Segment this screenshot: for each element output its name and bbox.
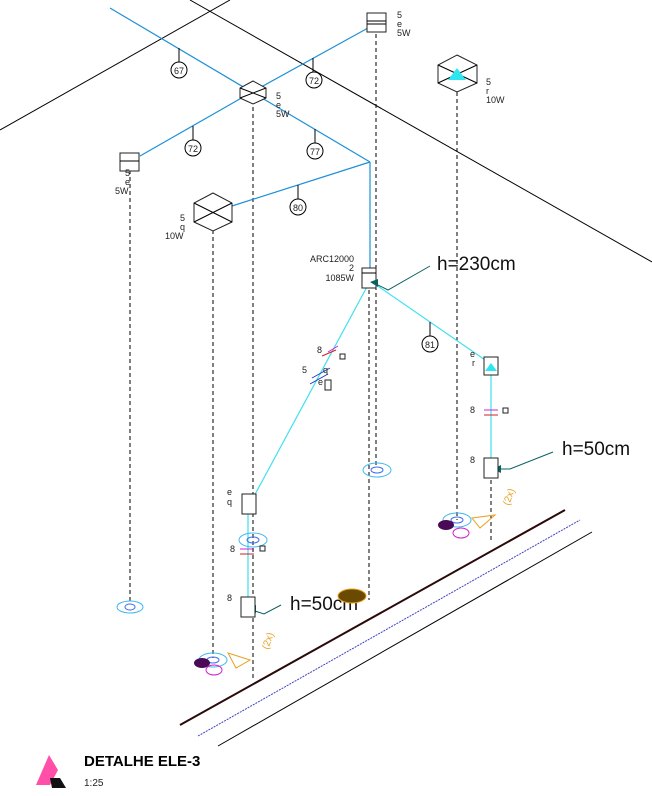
- svg-text:5: 5: [397, 10, 402, 20]
- svg-text:5W: 5W: [397, 28, 411, 38]
- multiplier-label: (2x): [501, 487, 517, 507]
- height-callout-230: h=230cm: [370, 254, 516, 291]
- floor-edge-line: [179, 509, 566, 726]
- svg-text:r: r: [472, 358, 475, 368]
- svg-text:8: 8: [227, 593, 232, 603]
- svg-text:5: 5: [302, 365, 307, 375]
- svg-text:2: 2: [349, 263, 354, 273]
- outlet-cluster-right[interactable]: [438, 512, 497, 539]
- outlet-box-left[interactable]: 8: [227, 593, 256, 618]
- svg-text:e: e: [470, 349, 475, 359]
- svg-text:q: q: [180, 222, 185, 232]
- switch-symbol-right[interactable]: 8: [470, 405, 509, 416]
- svg-text:10W: 10W: [486, 95, 505, 105]
- svg-text:q: q: [323, 365, 328, 375]
- svg-text:8: 8: [230, 544, 235, 554]
- vertical-drops: [129, 34, 492, 678]
- ceiling-outlet-far-left[interactable]: [116, 600, 144, 614]
- floor-outlet-center[interactable]: [337, 588, 367, 604]
- svg-text:e: e: [318, 377, 323, 387]
- svg-text:72: 72: [309, 76, 319, 86]
- drawing-title: DETALHE ELE-3: [84, 753, 201, 770]
- svg-text:8: 8: [470, 405, 475, 415]
- svg-text:10W: 10W: [165, 231, 184, 241]
- svg-text:e: e: [227, 487, 232, 497]
- multiplier-label: (2x): [260, 631, 276, 651]
- conduits: [109, 7, 492, 598]
- switch-box-right-upper[interactable]: er: [470, 349, 499, 376]
- svg-text:e: e: [397, 19, 402, 29]
- svg-text:8: 8: [470, 455, 475, 465]
- switch-group-middle[interactable]: 8 5 e q: [302, 345, 346, 391]
- svg-text:e: e: [125, 177, 130, 187]
- svg-text:77: 77: [310, 147, 320, 157]
- circuit-tag: 80: [289, 185, 307, 216]
- svg-text:5: 5: [125, 168, 130, 178]
- circuit-tag: 67: [170, 48, 188, 79]
- circuit-tag: 72: [305, 58, 323, 89]
- outlet-box-right[interactable]: 8: [470, 455, 499, 479]
- svg-text:5W: 5W: [276, 109, 290, 119]
- svg-text:80: 80: [293, 203, 303, 213]
- outlet-cluster-left[interactable]: [194, 652, 252, 676]
- svg-text:5: 5: [180, 213, 185, 223]
- svg-text:72: 72: [188, 144, 198, 154]
- svg-text:67: 67: [174, 66, 184, 76]
- svg-text:5: 5: [276, 91, 281, 101]
- switch-symbol-left[interactable]: 8: [230, 544, 266, 555]
- svg-text:1085W: 1085W: [325, 273, 354, 283]
- wall-line-right: [189, 0, 652, 263]
- ceiling-outlet-center[interactable]: [362, 462, 392, 478]
- svg-text:e: e: [276, 100, 281, 110]
- circuit-tag: 72: [184, 126, 202, 157]
- switch-box-left[interactable]: eq: [227, 487, 257, 515]
- svg-text:8: 8: [317, 345, 322, 355]
- floor-outer-line: [217, 531, 593, 747]
- pink-triangle-logo-icon: [36, 755, 66, 788]
- drawing-scale: 1:25: [84, 778, 104, 789]
- circuit-tag: 81: [421, 322, 439, 353]
- floor-dotted-line: [197, 519, 581, 737]
- svg-text:5: 5: [486, 77, 491, 87]
- svg-text:5W: 5W: [115, 186, 129, 196]
- svg-text:q: q: [227, 497, 232, 507]
- svg-text:r: r: [486, 86, 489, 96]
- wall-line-left: [0, 0, 231, 131]
- svg-text:ARC12000: ARC12000: [310, 254, 354, 264]
- ceiling-outlet-left[interactable]: [238, 532, 268, 548]
- circuit-tag: 77: [306, 129, 324, 160]
- triangle-icon: [448, 68, 466, 80]
- height-callout-right: h=50cm: [493, 439, 630, 473]
- svg-text:h=230cm: h=230cm: [437, 254, 516, 275]
- svg-text:h=50cm: h=50cm: [562, 439, 630, 460]
- svg-text:81: 81: [425, 340, 435, 350]
